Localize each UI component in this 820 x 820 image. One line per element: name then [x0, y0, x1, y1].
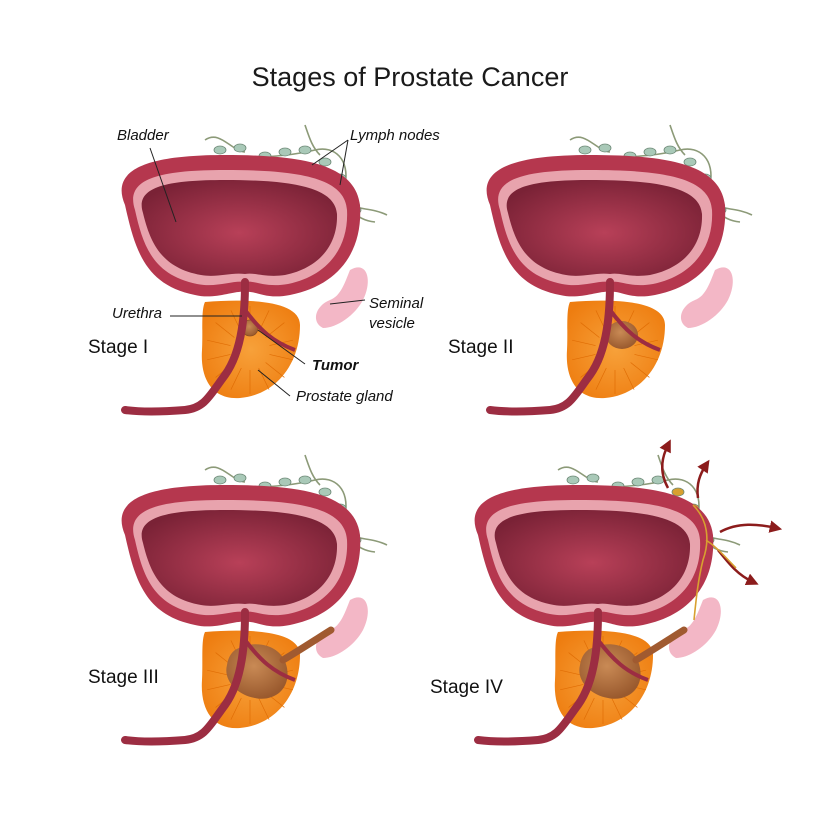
urethra-branch — [608, 308, 661, 352]
panel-stage-1 — [121, 124, 388, 416]
stage-label-2: Stage II — [448, 337, 514, 358]
prostate-lobule-line — [560, 669, 584, 676]
lymph-vessel — [669, 124, 686, 156]
prostate-lobule-line — [207, 684, 231, 691]
prostate-pointer — [257, 369, 291, 397]
urethra-branch — [243, 308, 296, 352]
prostate-lobule-line — [595, 367, 607, 390]
prostate-lobule-line — [572, 339, 596, 346]
urethra — [474, 608, 602, 746]
prostate-lobule-line — [269, 354, 293, 361]
seminal-vesicle-label-line1: Seminal — [369, 295, 424, 312]
tumor-extension — [632, 626, 688, 664]
metastasis-arrow — [659, 439, 671, 489]
metastasis-arrows — [659, 439, 783, 586]
lymph-node — [278, 477, 292, 487]
prostate-lobule-line — [572, 354, 596, 361]
lymph-node — [213, 145, 227, 155]
lymph-node — [298, 145, 312, 155]
metastasis-arrow — [696, 459, 710, 499]
panel-stage-3 — [121, 454, 388, 746]
prostate-lobule-line — [583, 697, 595, 720]
urethra-label: Urethra — [112, 305, 163, 322]
prostate-lobule-line — [623, 367, 635, 390]
stage-label-4: Stage IV — [430, 677, 503, 698]
lymph-pointer-a — [311, 139, 349, 166]
prostate-lobule-line — [230, 367, 242, 390]
lymph-node — [233, 143, 247, 153]
lymph-node — [298, 475, 312, 485]
lymph-node — [318, 157, 332, 167]
prostate-lobule-line — [580, 322, 600, 338]
metastatic-vessels — [692, 504, 737, 621]
urethra — [121, 608, 249, 746]
panel-stage-4 — [474, 439, 783, 746]
prostate-lobule-line — [265, 362, 285, 378]
panel-stage-2 — [486, 124, 753, 416]
prostate-lobule-line — [258, 697, 270, 720]
bladder-lumen — [494, 510, 691, 606]
lymph-node — [233, 473, 247, 483]
tumor-pointer — [257, 329, 306, 365]
urethra-branch — [596, 638, 649, 682]
stage-label-3: Stage III — [88, 667, 159, 688]
lymph-node — [566, 475, 580, 485]
seminal-vesicle-label-line2: vesicle — [369, 315, 415, 332]
prostate-lobule-line — [207, 354, 231, 361]
prostate-lobule-line — [611, 697, 623, 720]
prostate-lobule-line — [634, 354, 658, 361]
urethra — [486, 278, 614, 416]
urethra-branch — [243, 638, 296, 682]
lymph-node — [631, 477, 645, 487]
tumor-extension — [279, 626, 335, 664]
lymph-node — [651, 475, 665, 485]
lymph-node — [578, 145, 592, 155]
prostate-lobule-line — [230, 697, 242, 720]
seminal-vesicle — [668, 597, 721, 658]
lymph-node — [663, 145, 677, 155]
lymph-nodes-label: Lymph nodes — [350, 127, 440, 144]
seminal-vesicle — [315, 267, 368, 328]
seminal-vesicle — [680, 267, 733, 328]
lymph-node — [278, 147, 292, 157]
lymph-vessel — [304, 124, 321, 156]
callout-lines — [149, 139, 366, 397]
seminal-vesicle — [315, 597, 368, 658]
tumor-label: Tumor — [312, 357, 359, 374]
lymph-node — [671, 487, 685, 497]
lymph-vessel — [304, 454, 321, 486]
urethra — [121, 278, 249, 416]
stage-label-1: Stage I — [88, 337, 149, 358]
lymph-pointer-b — [339, 139, 349, 186]
lymph-node — [318, 487, 332, 497]
seminal-pointer — [329, 299, 366, 305]
lymph-node — [643, 147, 657, 157]
lymph-node — [213, 475, 227, 485]
metastatic-vessel — [705, 539, 737, 569]
prostate-lobule-line — [207, 339, 231, 346]
metastatic-vessel — [692, 504, 708, 621]
lymph-node — [586, 473, 600, 483]
bladder-pointer — [149, 147, 177, 223]
lymph-node — [683, 157, 697, 167]
lymph-vessel — [657, 454, 674, 486]
tumor — [606, 321, 638, 349]
diagram-title: Stages of Prostate Cancer — [251, 62, 569, 92]
bladder-label: Bladder — [117, 127, 169, 144]
prostate-gland-label: Prostate gland — [296, 388, 393, 405]
prostate-lobule-line — [630, 362, 650, 378]
prostate-lobule-line — [560, 684, 584, 691]
prostate-lobule-line — [215, 322, 235, 338]
bladder-lumen — [141, 510, 338, 606]
metastasis-arrow — [719, 520, 783, 534]
bladder-lumen — [141, 180, 338, 276]
lymph-node — [598, 143, 612, 153]
bladder-lumen — [506, 180, 703, 276]
prostate-lobule-line — [207, 669, 231, 676]
